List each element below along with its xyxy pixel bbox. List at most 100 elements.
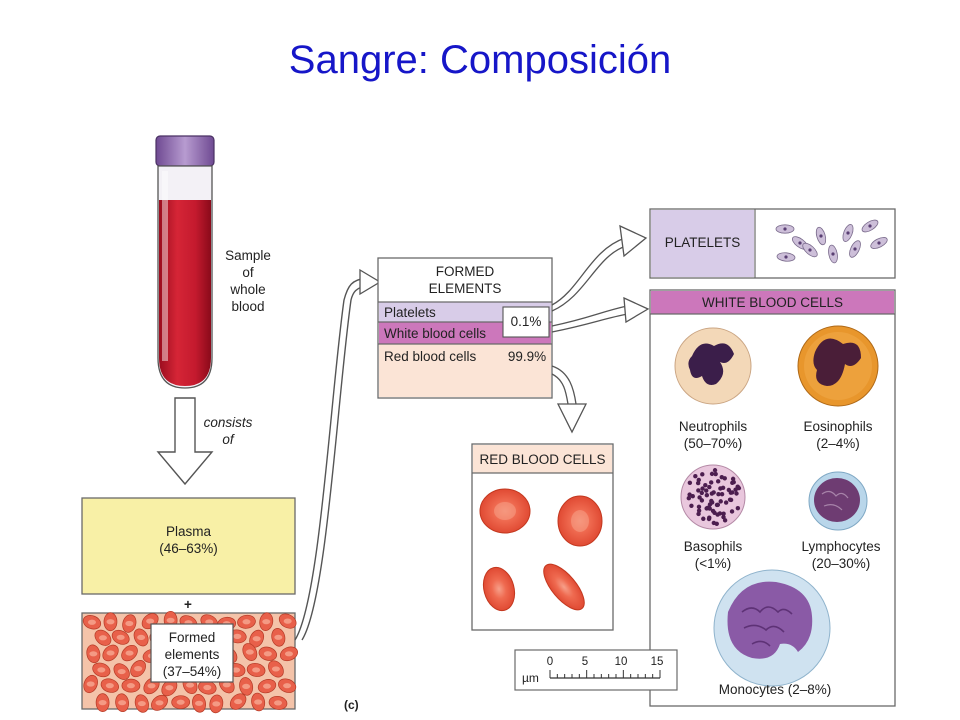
basophil-granule (697, 495, 702, 500)
basophil-granule (720, 485, 726, 491)
arrow-to-wbc-icon (551, 305, 628, 327)
platelets-image (775, 219, 888, 264)
basophil-granule (710, 500, 715, 505)
crowd-rbc (122, 614, 137, 633)
scale-tick-10: 10 (614, 656, 628, 668)
crowd-rbc (237, 614, 256, 629)
down-arrow-icon (156, 397, 214, 486)
crowd-rbc (242, 643, 258, 661)
crowd-rbc (171, 695, 191, 710)
basophil-granule (734, 491, 739, 496)
platelets-row-label: Platelets (384, 305, 436, 320)
basophil-granule (709, 471, 715, 477)
crowd-rbc (121, 644, 138, 662)
basophil-granule (728, 497, 734, 503)
basophil-granule (719, 491, 725, 497)
scale-unit: µm (522, 671, 539, 685)
platelet (870, 237, 888, 249)
basophil-granule (708, 480, 714, 485)
formed-elements-small-label: Formed elements (37–54%) (162, 630, 222, 679)
crowd-rbc (133, 628, 149, 647)
small-fraction-percent: 0.1% (510, 314, 542, 329)
basophil-granule (687, 480, 693, 485)
basophil-granule (711, 490, 716, 495)
basophil-granule (696, 504, 702, 510)
crowd-rbc (192, 694, 206, 713)
basophil-granule (696, 488, 701, 493)
rbc-panel-header: RED BLOOD CELLS (479, 452, 606, 467)
neutrophil-icon (674, 327, 752, 405)
basophil-granule (706, 516, 712, 522)
basophil-granule (723, 500, 729, 505)
consists-of-label: consists of (203, 415, 253, 447)
basophil-granule (729, 509, 735, 514)
crowd-rbc (259, 612, 274, 631)
basophil-granule (713, 471, 718, 477)
basophil-granule (699, 490, 705, 496)
crowd-rbc (209, 694, 224, 714)
basophil-granule (735, 505, 741, 511)
scale-bar (514, 649, 678, 691)
plasma-box (81, 497, 296, 595)
crowd-rbc (111, 629, 130, 645)
basophil-granule (719, 474, 724, 480)
crowd-rbc (258, 646, 278, 661)
basophil-granule (701, 516, 706, 521)
wbc-row-label: White blood cells (384, 326, 487, 341)
basophil-granule (707, 506, 712, 511)
crowd-rbc (113, 663, 130, 680)
crowd-rbc (239, 677, 254, 696)
crowd-rbc (121, 678, 141, 693)
crowd-rbc (83, 674, 98, 694)
basophil-granule (731, 480, 736, 485)
arrow-to-platelets-icon (551, 237, 626, 306)
scale-tick-5: 5 (581, 656, 589, 668)
crowd-rbc (86, 644, 101, 664)
basophil-granule (736, 485, 742, 491)
crowd-rbc (279, 646, 298, 662)
neutrophils-label: Neutrophils (50–70%) (678, 419, 748, 451)
basophil-granule (715, 512, 720, 517)
platelet (861, 219, 879, 233)
basophil-granule (707, 484, 712, 490)
rbc-percent: 99.9% (507, 349, 547, 364)
basophils-label: Basophils (<1%) (683, 539, 743, 571)
crowd-rbc (246, 662, 266, 677)
basophil-granule (695, 480, 701, 486)
crowd-rbc (271, 628, 286, 647)
crowd-rbc (268, 660, 284, 678)
basophil-icon (680, 464, 746, 530)
tube-label: Sample of whole blood (225, 248, 271, 314)
plus-sign: + (184, 597, 192, 612)
crowd-rbc (134, 694, 149, 713)
crowd-rbc (130, 660, 146, 678)
platelet (815, 226, 827, 246)
page-title: Sangre: Composición (288, 38, 672, 82)
plasma-label: Plasma (46–63%) (159, 524, 218, 556)
basophil-granule (718, 499, 723, 504)
basophil-granule (715, 479, 721, 484)
crowd-rbc (82, 615, 102, 630)
rbc-row-label: Red blood cells (384, 349, 477, 364)
basophil-granule (721, 514, 726, 520)
crowd-rbc (278, 678, 297, 693)
crowd-rbc (95, 693, 110, 712)
crowd-rbc (115, 693, 130, 713)
basophil-granule (722, 518, 728, 523)
formed-elements-header: FORMED ELEMENTS (428, 264, 502, 296)
scale-tick-15: 15 (650, 656, 664, 668)
basophil-granule (696, 508, 702, 513)
basophil-granule (710, 508, 716, 514)
basophil-granule (696, 511, 701, 517)
platelets-panel-label: PLATELETS (664, 235, 741, 250)
monocytes-label: Monocytes (2–8%) (718, 682, 832, 697)
basophil-granule (693, 474, 698, 479)
eosinophils-label: Eosinophils (2–4%) (803, 419, 873, 451)
basophil-granule (689, 503, 694, 508)
basophil-granule (730, 476, 736, 482)
crowd-rbc (161, 679, 178, 697)
basophil-granule (703, 482, 708, 488)
platelet (828, 244, 838, 264)
figure-label: (c) (344, 698, 359, 712)
basophil-granule (700, 472, 705, 477)
